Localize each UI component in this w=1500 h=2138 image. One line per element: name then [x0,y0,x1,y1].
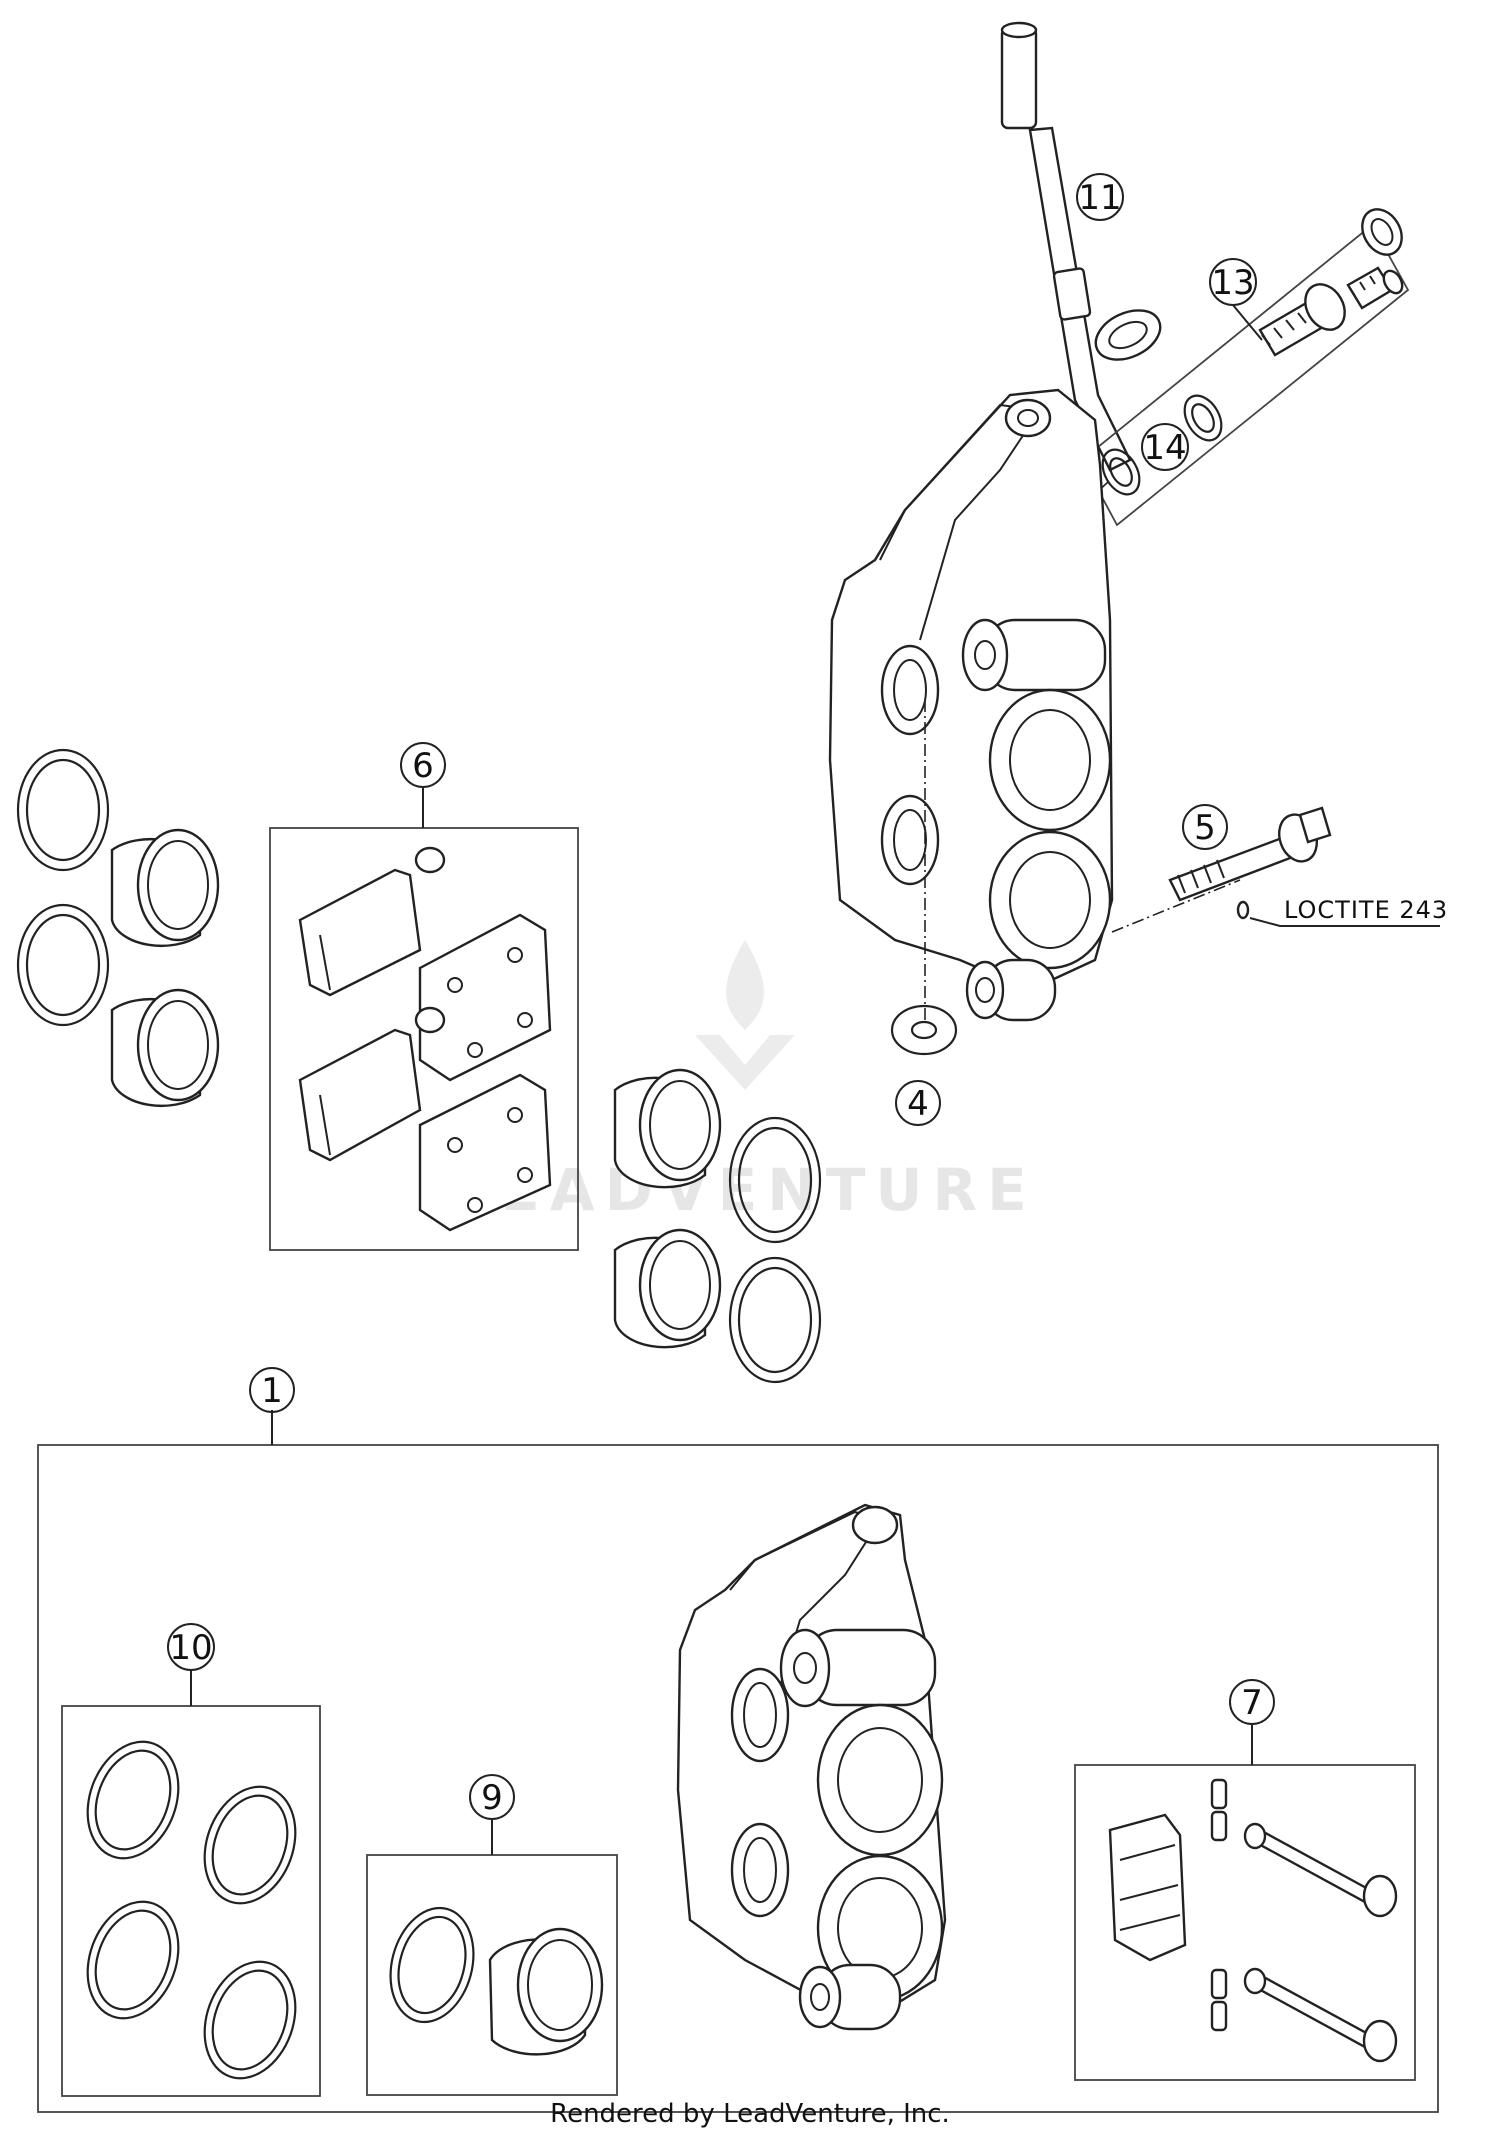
part-4-washer [890,1004,958,1056]
caliper-body-upper [828,388,1241,1022]
callout-11: 11 [1076,173,1124,221]
loctite-label: LOCTITE 243 [1284,896,1448,924]
part-6-brake-pad-kit [269,827,579,1251]
callout-5: 5 [1182,804,1228,850]
loose-seals-pistons-right [613,1068,822,1384]
callout-9: 9 [469,1774,515,1820]
part-9-piston-kit [366,1820,618,2096]
callout-6: 6 [400,742,446,828]
loctite-note: LOCTITE 243 [1249,896,1448,927]
callout-7-label: 7 [1241,1683,1263,1723]
callout-9-label: 9 [481,1778,503,1818]
callout-10-label: 10 [169,1628,212,1668]
part-11-brake-hose [1000,21,1162,472]
callout-13-label: 13 [1211,263,1254,303]
part-10-seal-kit [61,1670,321,2097]
callout-11-label: 11 [1078,178,1121,218]
part-13-bleeder-kit [1039,208,1410,546]
part-7-pin-clip-kit [1074,1725,1416,2081]
callout-4-label: 4 [907,1084,929,1124]
callout-14: 14 [1141,423,1189,471]
callout-5-label: 5 [1194,808,1216,848]
part-1-assembly-box [37,1410,1439,2113]
callout-14-label: 14 [1143,428,1186,468]
callout-1-label: 1 [261,1371,283,1411]
callout-4: 4 [895,1080,941,1126]
part-5-pin-bolt [1168,806,1332,920]
callout-1: 1 [249,1367,295,1413]
callout-10: 10 [167,1623,215,1671]
loose-seals-pistons-left [16,748,220,1108]
callout-13: 13 [1209,258,1263,341]
footer-credit: Rendered by LeadVenture, Inc. [550,2099,950,2129]
callout-6-label: 6 [412,746,434,786]
callout-7: 7 [1229,1679,1275,1725]
caliper-body-lower [676,1503,947,2031]
